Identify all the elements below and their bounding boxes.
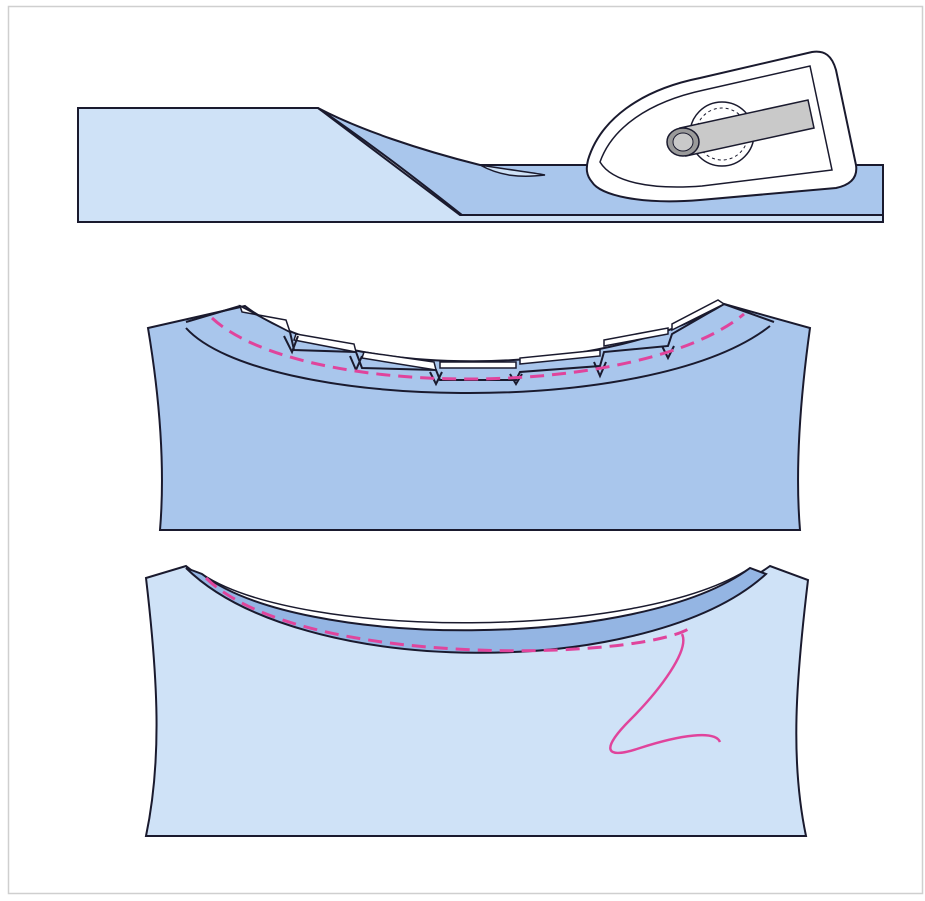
iron-handle-end-inner: [673, 133, 693, 151]
panel-understitched: [146, 566, 808, 836]
panel-clipped-seam: [148, 300, 810, 530]
iron-icon: [587, 52, 857, 202]
garment-body-2: [148, 304, 810, 530]
panel-pressing: [78, 52, 883, 222]
clip-layer: [440, 362, 516, 368]
